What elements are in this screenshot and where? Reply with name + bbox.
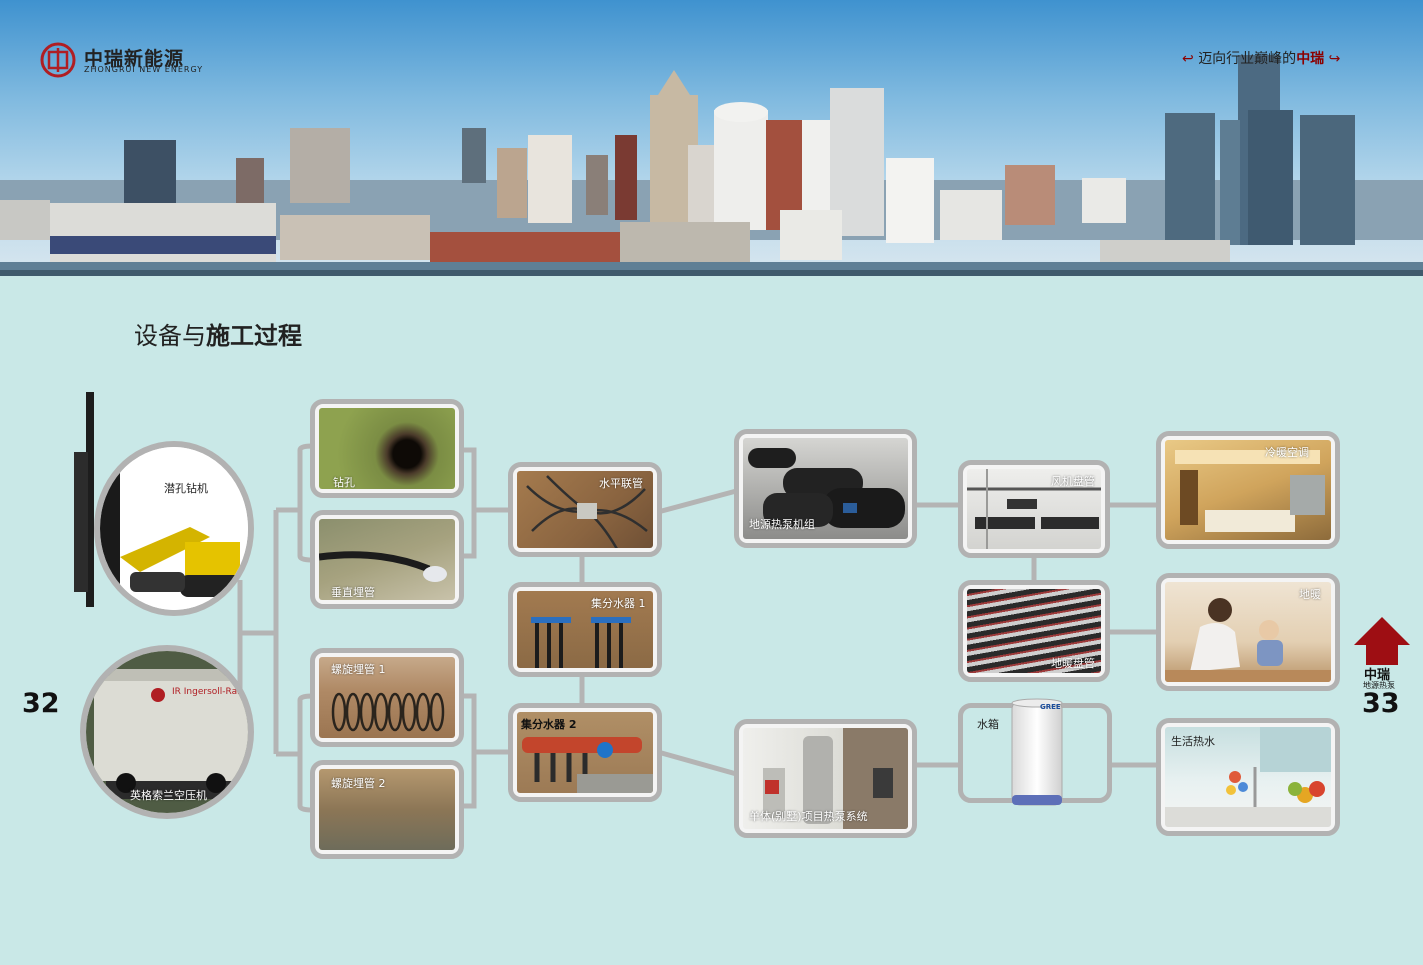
slogan-brand: 中瑞 — [1296, 51, 1325, 67]
floor-heating-photo: 地暖 — [1165, 582, 1331, 682]
drill-rig-label: 潜孔钻机 — [164, 482, 208, 495]
spiral-1-label: 螺旋埋管 1 — [331, 663, 386, 676]
manifold-1-label: 集分水器 1 — [591, 597, 646, 610]
step-hvac: 冷暖空调 — [1156, 431, 1340, 549]
villa-system-label: 单体(别墅)项目热泵系统 — [749, 810, 868, 823]
tank-brand: GREE — [1040, 703, 1061, 711]
house-arrow-icon — [1354, 617, 1410, 665]
brand-logo-icon — [40, 42, 76, 78]
step-hot-water: 生活热水 — [1156, 718, 1340, 836]
city-skyline-image — [0, 55, 1423, 276]
step-manifold-1: 集分水器 1 — [508, 582, 662, 677]
horizontal-pipe-photo: 水平联管 — [517, 471, 653, 548]
step-floor-heating: 地暖 — [1156, 573, 1340, 691]
manifold-1-drawing — [531, 617, 631, 668]
slogan-arrow-right-icon: ↪ — [1328, 51, 1341, 67]
spiral-drawing — [331, 692, 445, 732]
manifold-2-label: 集分水器 2 — [521, 718, 577, 731]
water-tank-image — [1011, 698, 1063, 806]
hvac-label: 冷暖空调 — [1265, 446, 1309, 459]
water-tank-label: 水箱 — [977, 718, 999, 731]
floor-coil-label: 地暖盘管 — [1051, 657, 1095, 670]
page-number-left: 32 — [22, 688, 60, 719]
step-vertical-pipe: 垂直埋管 — [310, 510, 464, 609]
manifold-2-photo: 集分水器 2 — [517, 712, 653, 793]
slogan-text: 迈向行业巅峰的 — [1198, 51, 1297, 67]
drill-rig-image — [100, 447, 248, 610]
step-drilling: 钻孔 — [310, 399, 464, 498]
slogan: ↩ 迈向行业巅峰的中瑞 ↪ — [1182, 48, 1340, 68]
floor-heating-label: 地暖 — [1299, 588, 1321, 601]
fan-coil-drawing — [967, 469, 1101, 549]
spiral-2-photo: 螺旋埋管 2 — [319, 769, 455, 850]
vertical-pipe-label: 垂直埋管 — [331, 586, 375, 599]
hvac-photo: 冷暖空调 — [1165, 440, 1331, 540]
spiral-2-label: 螺旋埋管 2 — [331, 777, 386, 790]
section-title-bold: 施工过程 — [206, 322, 302, 350]
kitchen-drawing — [1165, 727, 1331, 827]
step-villa-system: 单体(别墅)项目热泵系统 — [734, 719, 917, 838]
corner-brand: 中瑞 — [1364, 668, 1391, 683]
compressor-label: 英格索兰空压机 — [130, 789, 207, 802]
skyline-banner: 中瑞新能源 ZHONGRUI NEW ENERGY ↩ 迈向行业巅峰的中瑞 ↪ — [0, 0, 1423, 276]
heat-pump-unit-label: 地源热泵机组 — [749, 518, 815, 531]
villa-system-photo: 单体(别墅)项目热泵系统 — [743, 728, 908, 829]
villa-system-drawing — [763, 728, 908, 829]
hot-water-label: 生活热水 — [1171, 735, 1215, 748]
section-title-light: 设备与 — [134, 322, 206, 350]
pipe-manifold-drawing — [526, 475, 648, 548]
brand-name-en: ZHONGRUI NEW ENERGY — [84, 65, 204, 74]
drill-rig-circle: 潜孔钻机 — [94, 441, 254, 616]
hot-water-photo: 生活热水 — [1165, 727, 1331, 827]
step-spiral-1: 螺旋埋管 1 — [310, 648, 464, 747]
heat-pump-unit-photo: 地源热泵机组 — [743, 438, 908, 539]
corner-subtitle: 地源热泵 — [1363, 681, 1395, 690]
step-spiral-2: 螺旋埋管 2 — [310, 760, 464, 859]
step-floor-coil: 地暖盘管 — [958, 580, 1110, 682]
drilling-label: 钻孔 — [333, 476, 355, 489]
brand-name-cn: 中瑞新能源 — [84, 48, 185, 70]
vertical-pipe-photo: 垂直埋管 — [319, 519, 455, 600]
step-manifold-2: 集分水器 2 — [508, 703, 662, 802]
fan-coil-label: 风机盘管 — [1051, 475, 1095, 488]
manifold-1-photo: 集分水器 1 — [517, 591, 653, 668]
slogan-arrow-left-icon: ↩ — [1182, 51, 1194, 67]
pipe-drawing — [319, 551, 447, 582]
floor-heating-drawing — [1165, 598, 1331, 682]
drill-mast-image — [74, 392, 94, 607]
compressor-image — [86, 651, 248, 813]
step-heat-pump-unit: 地源热泵机组 — [734, 429, 917, 548]
fan-coil-photo: 风机盘管 — [967, 469, 1101, 549]
section-title: 设备与施工过程 — [134, 316, 302, 351]
spiral-1-photo: 螺旋埋管 1 — [319, 657, 455, 738]
heat-pump-drawing — [748, 448, 905, 528]
step-fan-coil: 风机盘管 — [958, 460, 1110, 558]
page-number-right: 33 — [1362, 688, 1400, 719]
compressor-circle: IR Ingersoll-Rand 英格索兰空压机 — [80, 645, 254, 819]
horizontal-pipe-label: 水平联管 — [599, 477, 643, 490]
floor-coil-photo: 地暖盘管 — [967, 589, 1101, 673]
manifold-2-drawing — [522, 737, 653, 793]
hvac-room-drawing — [1175, 450, 1325, 532]
drilling-photo: 钻孔 — [319, 408, 455, 489]
compressor-brand: IR Ingersoll-Rand — [172, 687, 249, 697]
step-horizontal-pipe: 水平联管 — [508, 462, 662, 557]
